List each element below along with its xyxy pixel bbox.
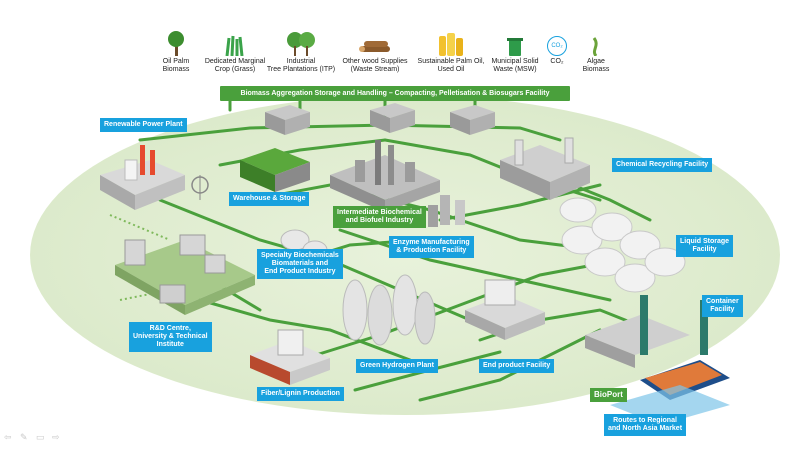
enzyme-facility-illustration xyxy=(428,195,465,227)
source-algae: Algae Biomass xyxy=(551,30,641,74)
trees-icon xyxy=(256,30,346,56)
label-intermediate: Intermediate Biochemical and Biofuel Ind… xyxy=(333,206,426,228)
grass-icon xyxy=(190,30,280,56)
top-buildings-illustration xyxy=(265,103,495,135)
label-container: Container Facility xyxy=(702,295,743,317)
source-co2: CO₂ CO₂ xyxy=(512,30,602,66)
label-green-hydrogen: Green Hydrogen Plant xyxy=(356,359,438,373)
label-fiber: Fiber/Lignin Production xyxy=(257,387,344,401)
end-product-illustration xyxy=(465,279,545,340)
label-bioport: BioPort xyxy=(590,388,627,402)
refinery-illustration xyxy=(330,140,440,212)
source-oil-palm: Oil Palm Biomass xyxy=(131,30,221,74)
source-label: Other wood Supplies (Waste Stream) xyxy=(342,58,408,73)
bin-icon xyxy=(470,30,560,56)
label-liquid-storage: Liquid Storage Facility xyxy=(676,235,733,257)
label-enzyme: Enzyme Manufacturing & Production Facili… xyxy=(389,236,474,258)
source-label: Oil Palm Biomass xyxy=(162,58,190,73)
label-end-product: End product Facility xyxy=(479,359,555,373)
oil-bottles-icon xyxy=(406,30,496,56)
liquid-storage-tanks-illustration xyxy=(559,197,686,293)
label-renewable-power: Renewable Power Plant xyxy=(100,118,187,132)
label-warehouse: Warehouse & Storage xyxy=(229,192,310,206)
source-msw: Municipal Solid Waste (MSW) xyxy=(470,30,560,74)
pen-icon[interactable]: ✎ xyxy=(20,432,28,442)
source-label: Algae Biomass xyxy=(582,58,610,73)
chemical-recycling-illustration xyxy=(500,137,590,200)
label-specialty: Specialty Biochemicals Biomaterials and … xyxy=(257,249,343,279)
co2-icon: CO₂ xyxy=(512,30,602,56)
warehouse-illustration xyxy=(240,148,310,192)
palm-tree-icon xyxy=(131,30,221,56)
source-label: Municipal Solid Waste (MSW) xyxy=(491,58,539,73)
source-grass: Dedicated Marginal Crop (Grass) xyxy=(190,30,280,74)
slides-icon[interactable]: ▭ xyxy=(36,432,45,442)
label-routes: Routes to Regional and North Asia Market xyxy=(604,414,687,436)
label-rnd: R&D Centre, University & Technical Insti… xyxy=(129,322,212,352)
logs-icon xyxy=(330,30,420,56)
renewable-power-plant-illustration xyxy=(100,145,209,210)
next-arrow-icon[interactable]: ⇨ xyxy=(52,432,60,442)
source-wood: Other wood Supplies (Waste Stream) xyxy=(330,30,420,74)
source-itp: Industrial Tree Plantations (ITP) xyxy=(256,30,346,74)
algae-icon xyxy=(551,30,641,56)
rnd-campus-illustration xyxy=(115,234,255,315)
prev-arrow-icon[interactable]: ⇦ xyxy=(4,432,12,442)
bioport-illustration xyxy=(585,295,730,425)
green-hydrogen-illustration xyxy=(342,274,436,346)
source-palm-oil: Sustainable Palm Oil, Used Oil xyxy=(406,30,496,74)
source-label: CO₂ xyxy=(550,58,564,65)
co2-badge: CO₂ xyxy=(547,36,567,56)
aggregation-banner: Biomass Aggregation Storage and Handling… xyxy=(220,86,570,101)
label-chemical-recycling: Chemical Recycling Facility xyxy=(612,158,713,172)
source-label: Sustainable Palm Oil, Used Oil xyxy=(417,58,485,73)
fiber-lignin-illustration xyxy=(250,329,330,385)
slide-nav: ⇦ ✎ ▭ ⇨ xyxy=(4,432,62,442)
source-label: Dedicated Marginal Crop (Grass) xyxy=(204,58,266,73)
source-label: Industrial Tree Plantations (ITP) xyxy=(266,58,336,73)
